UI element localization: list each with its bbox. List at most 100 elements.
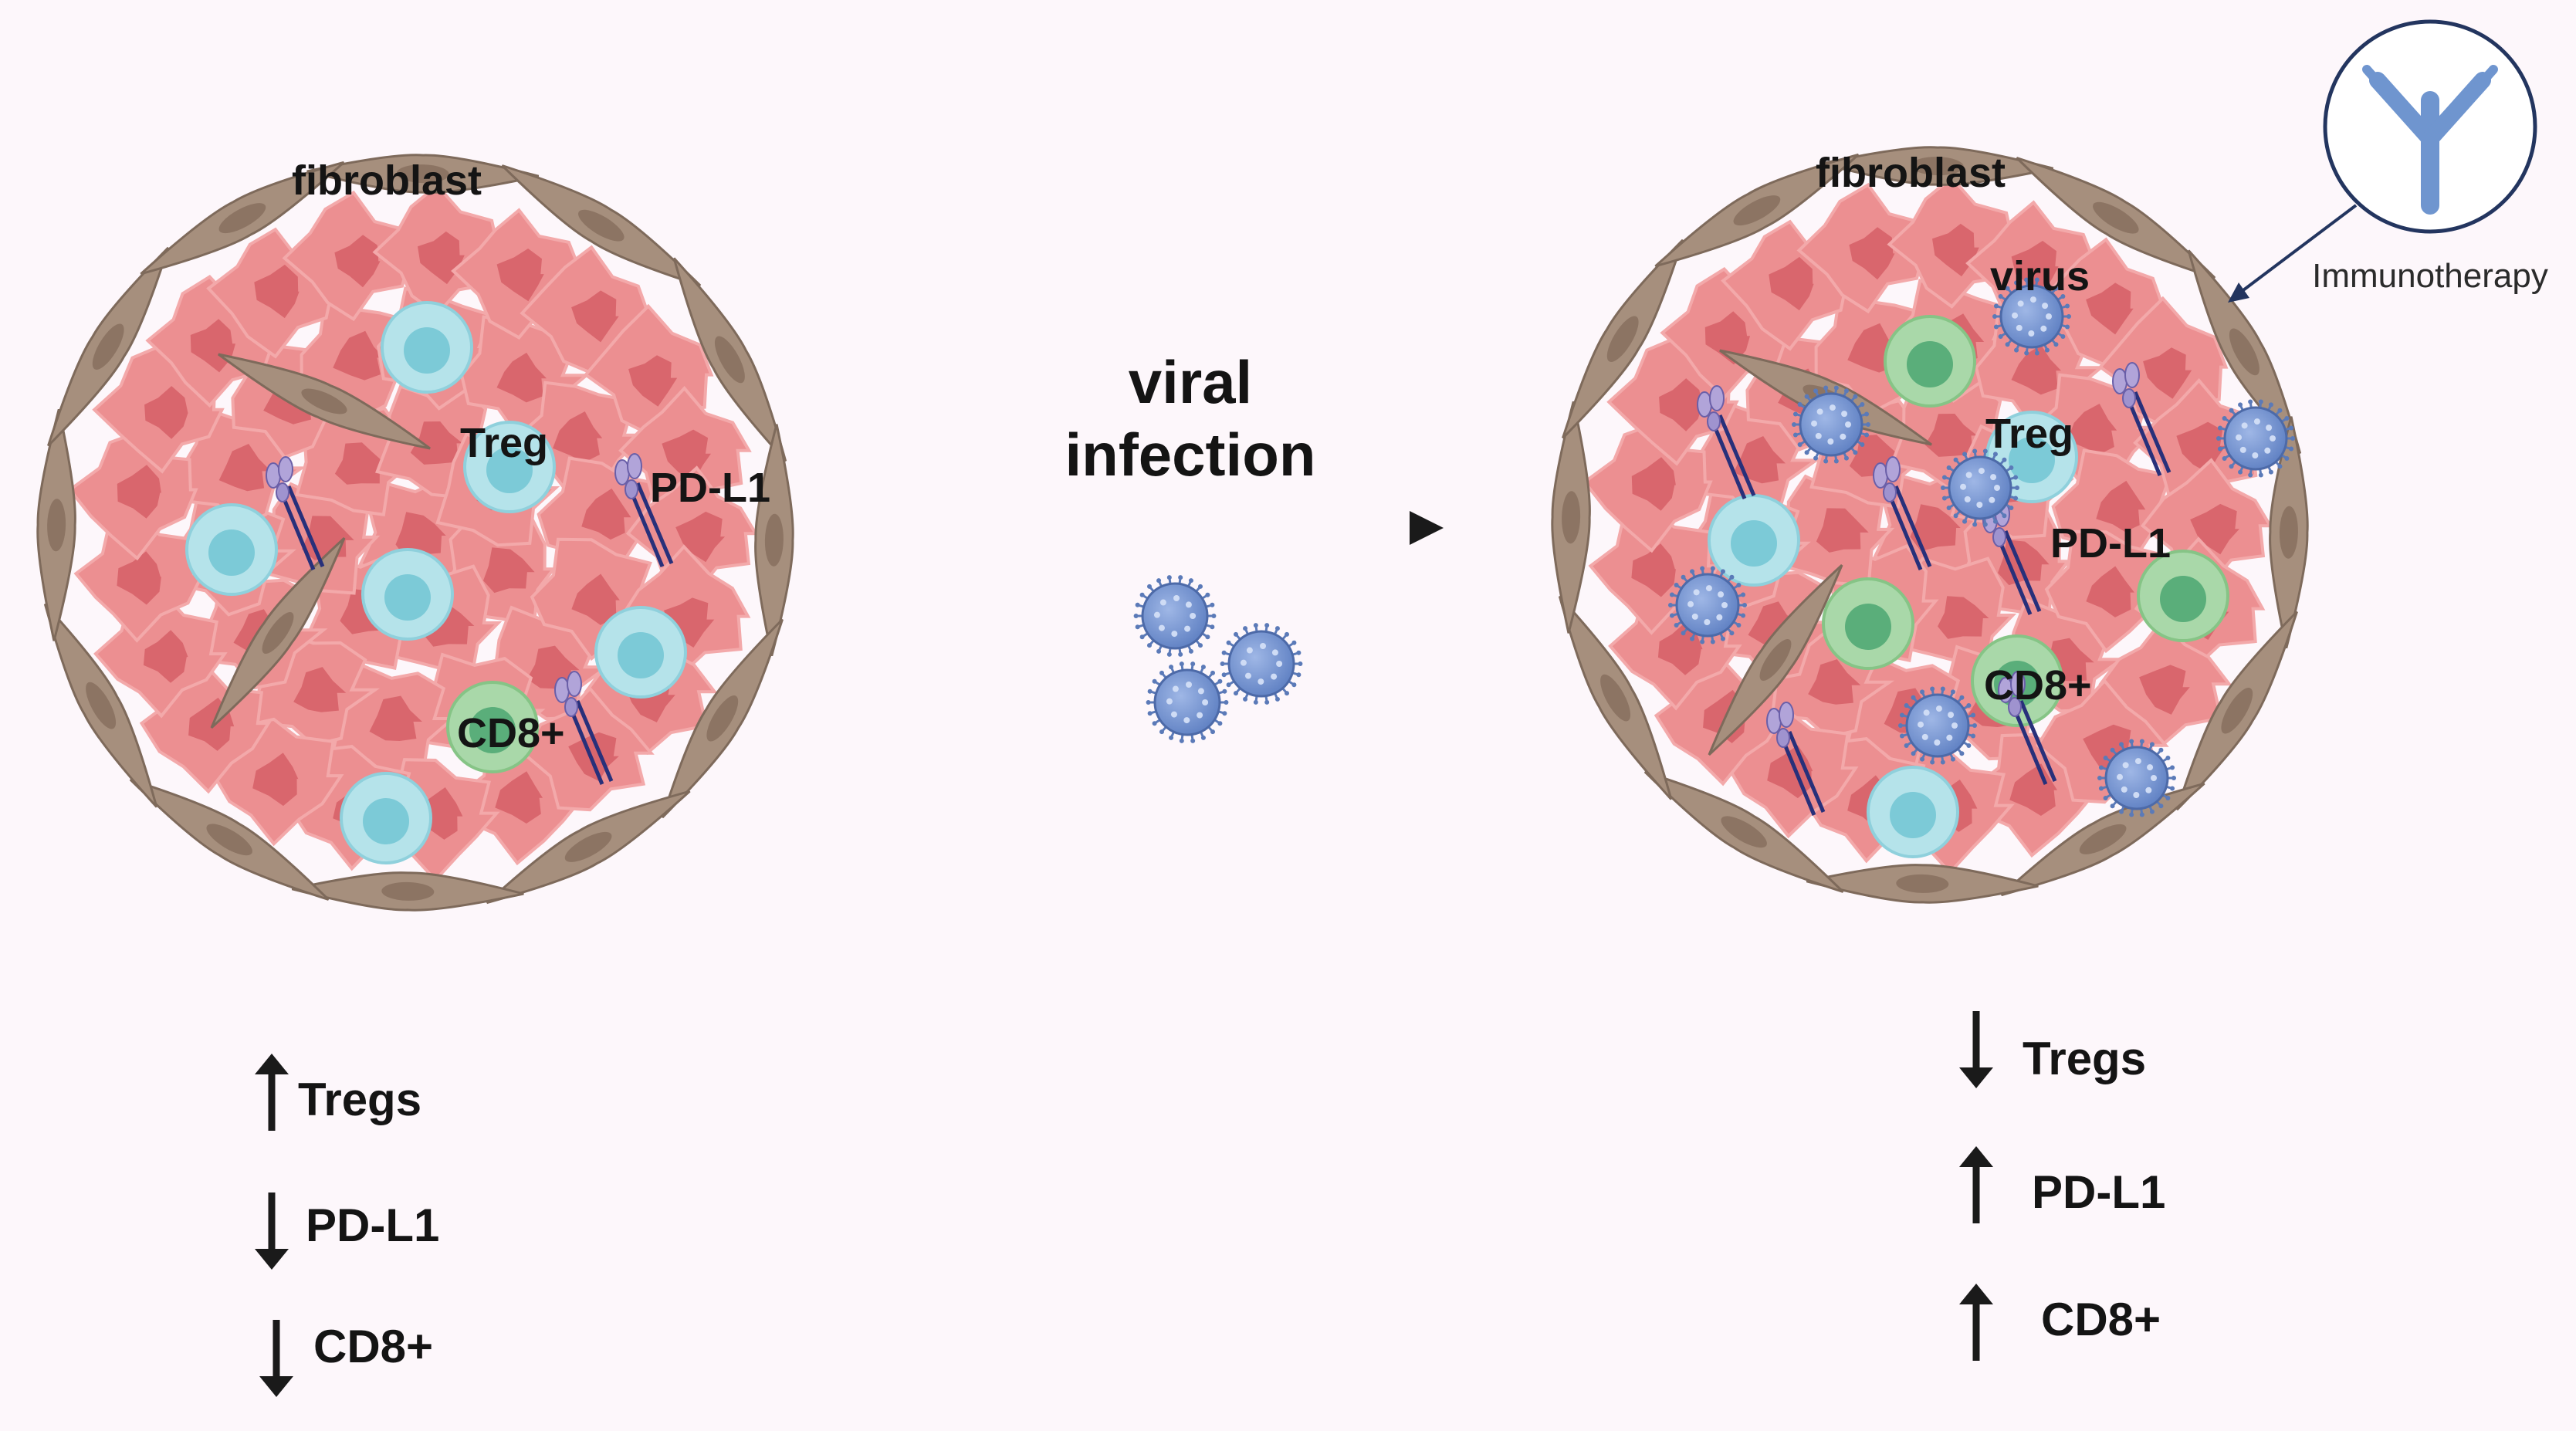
fibroblast-cell [2187, 249, 2302, 455]
right-summary-row-tregs: Tregs [1959, 1011, 2146, 1088]
left-cd8-label: CD8+ [457, 710, 565, 756]
fibroblast-cell [1643, 770, 1844, 893]
pd-l1-receptor-icon [554, 671, 614, 785]
arrow-down-icon [1959, 1011, 1993, 1088]
left-summary-row-tregs: Tregs [255, 1054, 421, 1131]
fibroblast-cell [486, 790, 691, 905]
cd8-t-cell [1822, 577, 1914, 670]
viral-infection-step: viral infection [951, 348, 1444, 743]
cd8-t-cell [1884, 315, 1976, 408]
tumor-cell [295, 401, 418, 516]
virus-cluster [1133, 575, 1303, 743]
virus-icon [1941, 448, 2019, 527]
treg-cell [1708, 494, 1800, 587]
right-summary-cd8-label: CD8+ [2041, 1294, 2161, 1345]
fibroblast-cell [47, 246, 170, 447]
fibroblast-cell [140, 161, 345, 276]
viral-infection-title-line1: viral [1129, 348, 1252, 416]
right-cd8-label: CD8+ [1984, 662, 2092, 709]
fibroblast-cell [1562, 238, 1684, 439]
fibroblast-cell [754, 424, 794, 657]
fibroblast-cell [2175, 611, 2298, 811]
treg-cell [381, 301, 473, 394]
fibroblast-cell [43, 603, 158, 808]
fibroblast-cell [291, 871, 524, 912]
tumor-cell [2044, 529, 2178, 654]
virus-icon [1220, 623, 1303, 705]
arrow-down-icon [259, 1320, 293, 1397]
fibroblast-cell [36, 408, 76, 641]
left-summary-cd8-label: CD8+ [313, 1321, 433, 1372]
callout-pointer-head [2228, 282, 2249, 303]
fibroblast-cell [672, 257, 787, 462]
right-summary: Tregs PD-L1 CD8+ [1959, 1011, 2165, 1361]
left-summary-row-pdl1: PD-L1 [255, 1192, 439, 1270]
arrow-up-icon [1959, 1146, 1993, 1223]
left-fibroblasts [36, 154, 794, 912]
pd-l1-receptor-icon [1697, 385, 1756, 499]
fibroblast-cell [2269, 416, 2309, 649]
pd-l1-receptor-icon [2112, 362, 2171, 476]
left-summary-tregs-label: Tregs [298, 1074, 421, 1125]
fibroblast-cell [1551, 401, 1591, 634]
pd-l1-receptor-icon [266, 456, 325, 570]
fibroblast-cell [1558, 595, 1673, 800]
callout-pointer [2236, 204, 2358, 296]
virus-icon [1668, 566, 1747, 644]
left-pdl1-label: PD-L1 [650, 465, 770, 511]
virus-icon [1133, 575, 1217, 657]
fibroblast-cell [218, 353, 431, 450]
left-fibroblast-label: fibroblast [292, 157, 482, 204]
left-tumor-cells [67, 183, 759, 883]
virus-icon [2216, 399, 2295, 478]
right-summary-row-cd8: CD8+ [1959, 1284, 2161, 1361]
fibroblast-cell [1708, 564, 1843, 756]
left-tumor: fibroblast Treg PD-L1 CD8+ [36, 154, 794, 912]
pd-l1-receptor-icon [1766, 702, 1826, 816]
process-arrow-head [1410, 511, 1444, 545]
cd8-t-cell [2137, 550, 2229, 642]
right-fibroblast-label: fibroblast [1816, 150, 2006, 196]
fibroblast-cell [1654, 153, 1860, 268]
fibroblast-cell [1806, 864, 2039, 904]
treg-cell [340, 772, 432, 864]
virus-icon [1898, 686, 1977, 765]
right-fibroblasts [1551, 146, 2309, 904]
left-immune-cells [185, 301, 687, 864]
treg-cell [463, 421, 556, 513]
fibroblast-cell [129, 778, 330, 901]
treg-cell [361, 548, 454, 641]
left-receptors [266, 453, 674, 785]
treg-cell [594, 606, 687, 699]
pd-l1-receptor-icon [1998, 671, 2057, 785]
virus-icon [1792, 385, 1870, 464]
right-immune-cells [1708, 315, 2229, 858]
right-viruses [1668, 277, 2295, 817]
viral-infection-title-line2: infection [1065, 421, 1316, 489]
immunotherapy-callout: Immunotherapy [2228, 19, 2548, 303]
virus-icon [2097, 739, 2176, 817]
arrow-up-icon [255, 1054, 289, 1131]
tumor-cell [1773, 474, 1895, 587]
cd8-t-cell [446, 681, 539, 773]
fibroblast-cell [2016, 157, 2216, 279]
right-summary-row-pdl1: PD-L1 [1959, 1146, 2165, 1223]
left-summary-row-cd8: CD8+ [259, 1320, 433, 1397]
fibroblast-cell [661, 618, 784, 819]
left-treg-label: Treg [460, 420, 548, 466]
fibroblast-cell [210, 537, 346, 729]
pd-l1-receptor-icon [614, 453, 674, 567]
pd-l1-receptor-icon [1873, 456, 1932, 570]
treg-cell [1867, 766, 1959, 858]
right-treg-label: Treg [1985, 411, 2073, 457]
right-virus-label: virus [1990, 253, 2090, 299]
immunotherapy-label: Immunotherapy [2312, 257, 2548, 295]
treg-cell [185, 503, 278, 596]
virus-icon [1146, 661, 1229, 743]
right-pdl1-label: PD-L1 [2050, 520, 2171, 567]
right-summary-pdl1-label: PD-L1 [2032, 1166, 2165, 1218]
tumor-cell [73, 511, 206, 643]
tumor-cell [618, 385, 752, 517]
fibroblast-cell [1821, 146, 2054, 186]
